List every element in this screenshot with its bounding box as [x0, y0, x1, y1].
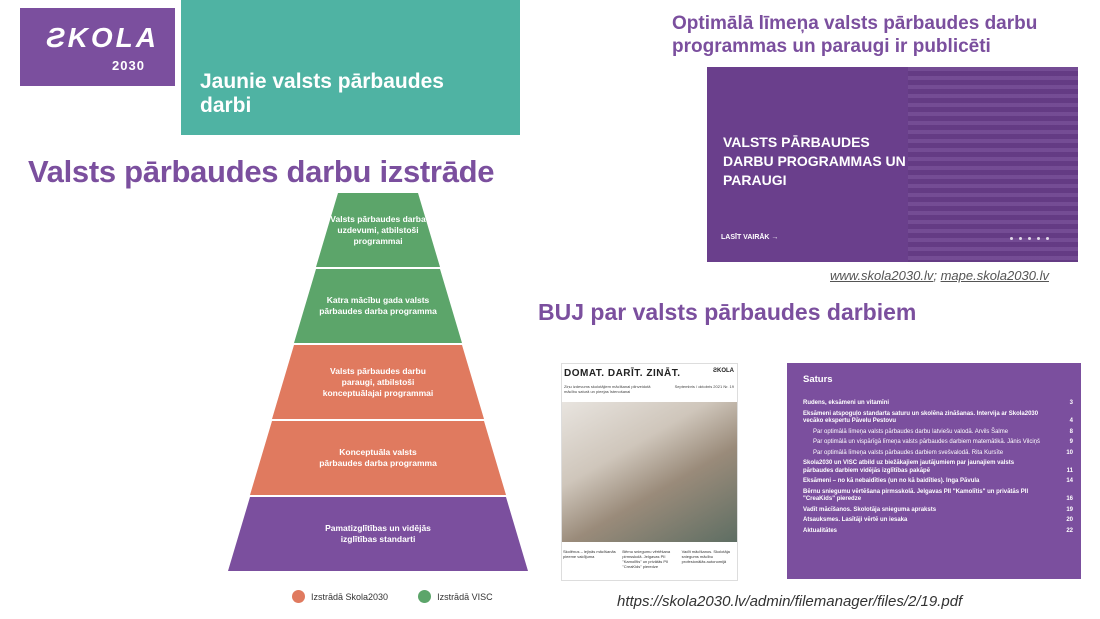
pyramid-level [316, 193, 440, 267]
pyramid-level-text: Pamatizglītības un vidējās izglītības st… [325, 523, 431, 544]
toc-item: Skola2030 un VISC atbild uz biežākajiem … [803, 460, 1073, 475]
pyramid-level-text: Valsts pārbaudes darbu paraugi, atbilsto… [322, 365, 434, 398]
programs-banner[interactable]: VALSTS PĀRBAUDES DARBU PROGRAMMAS UN PAR… [707, 67, 1078, 262]
pyramid-shapes [228, 193, 528, 571]
magazine-date: Septembris / oktobris 2021 Nr. 19 [674, 384, 734, 389]
magazine-subtitle: Ziņu izdevums skolotājiem mācīšanai piln… [564, 384, 651, 394]
toc-item: Vadīt mācīšanos. Skolotāja snieguma apra… [803, 507, 1073, 515]
legend-dot-orange [292, 590, 305, 603]
legend-label: Izstrādā Skola2030 [311, 591, 389, 602]
toc-item-page: 20 [1066, 517, 1073, 523]
toc-item-page: 11 [1066, 467, 1073, 474]
magazine-title: DOMAT. DARĪT. ZINĀT. [564, 368, 681, 379]
read-more-link[interactable]: LASĪT VAIRĀK → [721, 234, 779, 241]
toc-item-title: Vadīt mācīšanos. Skolotāja snieguma apra… [803, 506, 937, 513]
link-skola2030[interactable]: www.skola2030.lv [830, 268, 934, 283]
pyramid-level-label: Konceptuāla valsts pārbaudes darba progr… [228, 421, 528, 495]
banner-title: VALSTS PĀRBAUDES DARBU PROGRAMMAS UN PAR… [723, 134, 906, 188]
magazine-cover: DOMAT. DARĪT. ZINĀT. ƧKOLA Ziņu izdevums… [561, 363, 738, 581]
link-separator: ; [933, 268, 941, 283]
papers-image [908, 67, 1078, 262]
left-heading: Valsts pārbaudes darbu izstrāde [28, 154, 495, 189]
development-pyramid: Valsts pārbaudes darba uzdevumi, atbilst… [228, 193, 528, 573]
toc-title: Saturs [803, 374, 833, 385]
toc-item: Rudens, eksāmeni un vitamīni 3 [803, 400, 1073, 408]
legend-label: Izstrādā VISC [437, 591, 493, 602]
toc-item-title: Skola2030 un VISC atbild uz biežākajiem … [803, 460, 1015, 474]
slide-title: Jaunie valsts pārbaudes darbi [200, 70, 444, 117]
toc-item-page: 10 [1066, 449, 1073, 456]
pyramid-level [294, 269, 462, 343]
toc-item-page: 4 [1069, 418, 1073, 424]
legend-dot-green [418, 590, 432, 603]
toc-item-page: 9 [1069, 439, 1073, 445]
pyramid-level [228, 497, 528, 571]
toc-item-page: 3 [1069, 400, 1073, 406]
pyramid-level [250, 421, 506, 495]
toc-item-title: Eksāmeni atspoguļo standarta saturu un s… [803, 410, 1039, 425]
toc-item-page: 16 [1066, 496, 1073, 502]
toc-item-title: Par optimālā līmeņa valsts pārbaudes dar… [813, 449, 1004, 456]
pyramid-level-text: Konceptuāla valsts pārbaudes darba progr… [319, 447, 437, 468]
pdf-url[interactable]: https://skola2030.lv/admin/filemanager/f… [617, 593, 963, 610]
toc-item: Par optimālā un vispārīgā līmeņa valsts … [803, 439, 1073, 447]
toc-item: Aktualitātes 22 [803, 528, 1073, 536]
toc-item-page: 14 [1066, 478, 1073, 484]
logo-year: 2030 [112, 58, 145, 73]
logo-word: ƧKOLA [46, 22, 159, 53]
magazine-logo: ƧKOLA [713, 368, 734, 374]
toc-item-title: Atsauksmes. Lasītāji vērtē un iesaka [803, 517, 908, 523]
pyramid-level-label: Katra mācību gada valsts pārbaudes darba… [228, 269, 528, 343]
carousel-dots[interactable] [1010, 237, 1049, 240]
toc-item: Atsauksmes. Lasītāji vērtē un iesaka 20 [803, 517, 1073, 525]
pyramid-level [272, 345, 484, 419]
legend-item-visc: Izstrādā VISC [418, 590, 493, 603]
magazine-columns: Skolēnus – lejiņās mācīšanās pieeme vaid… [562, 549, 737, 569]
toc-item: Par optimālā līmeņa valsts pārbaudes dar… [803, 429, 1073, 437]
toc-item-title: Aktualitātes [803, 527, 838, 534]
pyramid-level-text: Valsts pārbaudes darba uzdevumi, atbilst… [330, 213, 426, 246]
students-photo [562, 402, 737, 542]
skola2030-logo: ƧKOLA 2030 [20, 8, 175, 86]
toc-item: Par optimālā līmeņa valsts pārbaudes dar… [803, 450, 1073, 458]
pyramid-level-label: Valsts pārbaudes darbu paraugi, atbilsto… [228, 345, 528, 419]
toc-item-page: 19 [1066, 506, 1073, 513]
toc-item-page: 22 [1066, 527, 1073, 534]
website-links: www.skola2030.lv; mape.skola2030.lv [830, 268, 1049, 283]
toc-item-title: Par optimālā un vispārīgā līmeņa valsts … [813, 439, 1040, 445]
toc-item-title: Par optimālā līmeņa valsts pārbaudes dar… [813, 428, 1009, 435]
pyramid-legend: Izstrādā Skola2030 Izstrādā VISC [292, 590, 493, 603]
pyramid-level-label: Valsts pārbaudes darba uzdevumi, atbilst… [228, 193, 528, 267]
magazine-col: Skolēnus – lejiņās mācīšanās pieeme vaid… [563, 549, 616, 559]
pyramid-level-label: Pamatizglītības un vidējās izglītības st… [228, 497, 528, 571]
toc-item: Bērnu sniegumu vērtēšana pirmsskolā. Jel… [803, 489, 1073, 504]
pyramid-level-text: Katra mācību gada valsts pārbaudes darba… [319, 295, 437, 316]
toc-item-title: Eksāmeni – no kā nebaidīties (un no kā b… [803, 478, 980, 484]
toc-item-title: Bērnu sniegumu vērtēšana pirmsskolā. Jel… [803, 488, 1029, 503]
magazine-col: Vadīt mācīšanos. Skolotāja sniegums mācī… [681, 549, 730, 564]
magazine-col: Bērnu sniegumu vērtēšana pirmsskolā. Jel… [622, 549, 671, 569]
title-block: Jaunie valsts pārbaudes darbi [181, 0, 520, 135]
toc-item-title: Rudens, eksāmeni un vitamīni [803, 400, 890, 406]
toc-item: Eksāmeni – no kā nebaidīties (un no kā b… [803, 478, 1073, 486]
legend-item-skola: Izstrādā Skola2030 [292, 590, 388, 603]
link-mape[interactable]: mape.skola2030.lv [940, 268, 1049, 283]
right-heading: Optimālā līmeņa valsts pārbaudes darbu p… [672, 13, 1038, 57]
faq-heading: BUJ par valsts pārbaudes darbiem [538, 299, 917, 325]
toc-item: Eksāmeni atspoguļo standarta saturu un s… [803, 411, 1073, 426]
toc-item-page: 8 [1069, 428, 1073, 435]
